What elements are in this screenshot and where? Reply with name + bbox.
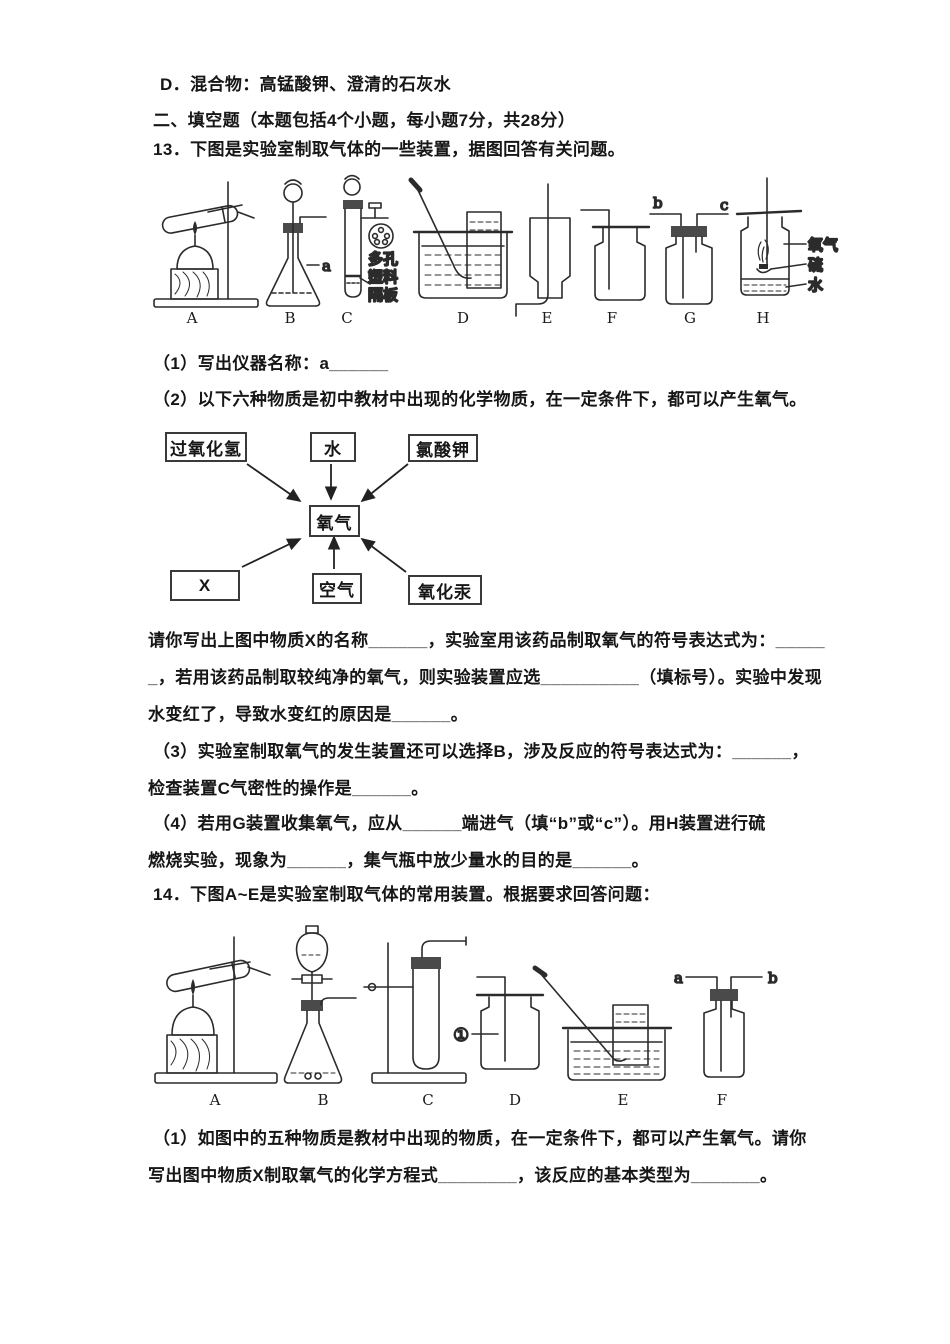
apparatus-g-washing-bottle: b c <box>649 193 729 305</box>
h-water-label: 水 <box>808 276 824 294</box>
label-h: H <box>756 309 769 327</box>
apparatus-h-sulfur-combustion: 氧气 硫 水 <box>735 177 839 296</box>
g-port-c-label: c <box>720 196 728 214</box>
label-a: A <box>186 309 198 327</box>
apparatus-c-porous-plate-tube: 多孔 塑料 隔板 <box>343 174 400 305</box>
d-marker-label: ① <box>453 1025 469 1046</box>
q13-sub1: （1）写出仪器名称：a______ <box>153 354 389 373</box>
q13-sub3b: 检查装置C气密性的操作是______。 <box>148 779 429 798</box>
f-port-b-label: b <box>768 969 778 987</box>
q13-para3: 水变红了，导致水变红的原因是______。 <box>148 705 469 724</box>
label-e: E <box>542 309 553 327</box>
f-port-a-label: a <box>674 969 683 987</box>
flow-node-mercury-oxide: 氧化汞 <box>408 575 482 605</box>
question-13-stem: 13．下图是实验室制取气体的一些装置，据图回答有关问题。 <box>153 140 626 159</box>
q13-para2: _，若用该药品制取较纯净的氧气，则实验装置应选__________（填标号）。实… <box>148 668 823 687</box>
label2-f: F <box>717 1091 727 1109</box>
apparatus-letter-labels-q13: A B C D E F G H <box>186 309 770 327</box>
label2-b: B <box>317 1091 328 1109</box>
apparatus2-e-water-trough <box>532 965 673 1081</box>
q14-sub1a: （1）如图中的五种物质是教材中出现的物质，在一定条件下，都可以产生氧气。请你 <box>153 1129 807 1148</box>
label-b: B <box>284 309 295 327</box>
q13-sub4b: 燃烧实验，现象为______，集气瓶中放少量水的目的是______。 <box>148 851 650 870</box>
q14-sub1b: 写出图中物质X制取氧气的化学方程式________，该反应的基本类型为_____… <box>148 1166 778 1185</box>
apparatus2-c-tube-on-stand <box>363 936 467 1084</box>
g-port-b-label: b <box>653 194 663 212</box>
label2-e: E <box>618 1091 629 1109</box>
option-d-text: D．混合物：高锰酸钾、澄清的石灰水 <box>160 75 452 94</box>
h-solid-label: 硫 <box>808 256 823 274</box>
apparatus2-d-gas-bottle: ① <box>452 976 545 1070</box>
q13-para1: 请你写出上图中物质X的名称______，实验室用该药品制取氧气的符号表达式为：_… <box>148 631 825 650</box>
apparatus-letter-labels-q14: A B C D E F <box>209 1091 728 1109</box>
flowchart-arrows <box>241 463 409 573</box>
flask-part-label-a: a <box>322 257 331 275</box>
apparatus-d-water-trough <box>408 177 514 299</box>
flow-node-water: 水 <box>310 432 356 462</box>
flow-node-hydrogen-peroxide: 过氧化氢 <box>165 432 247 462</box>
q13-sub4a: （4）若用G装置收集氧气，应从______端进气（填“b”或“c”）。用H装置进… <box>153 814 766 833</box>
oxygen-flowchart: 过氧化氢 水 氯酸钾 氧气 X 空气 氧化汞 <box>150 425 495 610</box>
question-14-stem: 14．下图A~E是实验室制取气体的常用装置。根据要求回答问题： <box>153 885 660 904</box>
flow-node-potassium-chlorate: 氯酸钾 <box>408 434 478 462</box>
label2-a: A <box>209 1091 221 1109</box>
flow-node-air: 空气 <box>312 573 362 604</box>
q13-sub3a: （3）实验室制取氧气的发生装置还可以选择B，涉及反应的符号表达式为：______… <box>153 742 809 761</box>
label-d: D <box>457 309 469 327</box>
apparatus2-a-heated-tube <box>154 936 278 1084</box>
label-c: C <box>341 309 352 327</box>
apparatus-b-flask-thistle-funnel: a <box>265 179 332 307</box>
apparatus-diagram-q14: ① a b A <box>154 925 778 1109</box>
apparatus-a-heated-tube <box>153 181 259 308</box>
label-g: G <box>684 309 696 327</box>
label2-c: C <box>422 1091 433 1109</box>
c-note-line2: 塑料 <box>368 268 398 286</box>
q13-sub2: （2）以下六种物质是初中教材中出现的化学物质，在一定条件下，都可以产生氧气。 <box>153 390 807 409</box>
apparatus-diagram-q13: a 多孔 塑料 隔板 <box>153 174 839 327</box>
label-f: F <box>607 309 617 327</box>
apparatus2-b-flask-sep-funnel <box>283 925 357 1084</box>
flow-node-x: X <box>170 570 240 601</box>
c-note-line1: 多孔 <box>368 250 398 268</box>
label2-d: D <box>509 1091 521 1109</box>
section-header: 二、填空题（本题包括4个小题，每小题7分，共28分） <box>153 111 576 130</box>
flow-node-oxygen: 氧气 <box>309 505 360 537</box>
c-note-line3: 隔板 <box>368 286 399 304</box>
apparatus2-f-washing-bottle: a b <box>673 968 778 1078</box>
apparatus-e-inverted-jar <box>515 183 571 317</box>
apparatus-f-gas-bottle <box>580 209 651 301</box>
h-gas-label: 氧气 <box>807 236 838 254</box>
